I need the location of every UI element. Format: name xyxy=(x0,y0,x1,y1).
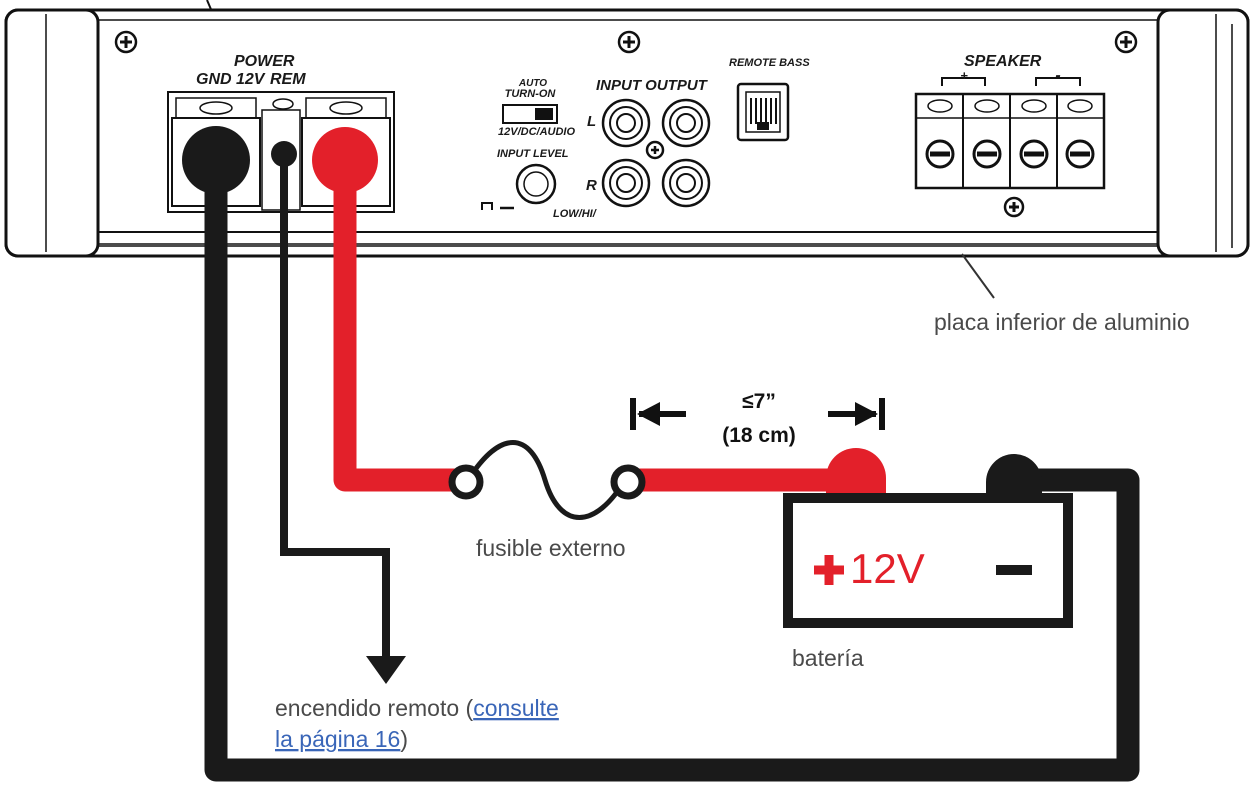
distance-cm: (18 cm) xyxy=(722,424,796,447)
right-end-cap xyxy=(1156,8,1250,258)
speaker-minus-label: - xyxy=(1055,67,1060,84)
fuse-icon xyxy=(448,440,646,520)
distance-inches: ≤7” xyxy=(742,390,776,413)
level-min-icon xyxy=(481,202,514,210)
manual-page-link[interactable]: consulte xyxy=(473,695,559,721)
manual-page-link-continued[interactable]: la página 16 xyxy=(275,726,400,752)
right-channel-label: R xyxy=(586,177,597,194)
positive-terminal xyxy=(312,127,378,193)
left-end-cap xyxy=(4,8,100,258)
gnd-12v-label: GND 12V xyxy=(196,71,266,88)
screw-icon xyxy=(1114,30,1138,54)
bottom-plate-pointer xyxy=(961,253,995,299)
auto-turn-on-switch[interactable] xyxy=(502,104,558,124)
speaker-terminal-block xyxy=(914,92,1106,190)
speaker-screw-icon xyxy=(972,139,1002,169)
remote-turn-on-prefix: encendido remoto ( xyxy=(275,695,474,721)
remote-turn-on-suffix: ) xyxy=(400,726,408,752)
battery-label: batería xyxy=(792,645,864,671)
input-level-knob[interactable] xyxy=(515,163,557,205)
remote-terminal xyxy=(271,141,297,167)
bottom-plate-label: placa inferior de aluminio xyxy=(934,309,1190,335)
input-output-label: INPUT OUTPUT xyxy=(596,77,709,94)
ground-terminal xyxy=(182,126,250,194)
ground-wire xyxy=(204,164,1140,782)
battery-voltage: 12V xyxy=(850,545,925,592)
amplifier-end-panel: POWER GND 12V REM AUTO TURN-ON 12V/DC/AU… xyxy=(4,0,1250,258)
speaker-negative-bracket xyxy=(1035,77,1081,86)
rca-output-right-jack[interactable] xyxy=(661,158,711,208)
speaker-screw-icon xyxy=(1019,139,1049,169)
speaker-positive-bracket xyxy=(941,77,986,86)
screw-icon xyxy=(1003,196,1025,218)
remote-turn-on-label-line2: la página 16) xyxy=(275,726,408,752)
battery-minus-icon xyxy=(996,565,1032,575)
low-hi-label: LOW/HI/ xyxy=(553,208,598,220)
turn-on-label: TURN-ON xyxy=(505,88,557,100)
battery-plus-icon xyxy=(814,555,844,585)
remote-turn-on-label: encendido remoto (consulte xyxy=(275,695,559,721)
battery-negative-post xyxy=(986,454,1042,500)
battery-positive-post xyxy=(826,448,886,500)
battery-body xyxy=(783,493,1073,628)
positive-wire xyxy=(333,158,860,492)
fuse-label: fusible externo xyxy=(476,535,626,561)
rca-output-left-jack[interactable] xyxy=(661,98,711,148)
source-mode-label: 12V/DC/AUDIO xyxy=(498,126,575,138)
speaker-label: SPEAKER xyxy=(964,53,1042,70)
screw-icon xyxy=(114,30,138,54)
remote-wire xyxy=(280,156,390,660)
input-level-label: INPUT LEVEL xyxy=(497,148,569,160)
speaker-plus-label: + xyxy=(960,68,968,83)
rem-label: REM xyxy=(270,71,306,88)
speaker-screw-icon xyxy=(925,139,955,169)
remote-bass-label: REMOTE BASS xyxy=(729,57,810,69)
screw-icon xyxy=(645,140,665,160)
left-channel-label: L xyxy=(587,113,596,130)
remote-arrow-icon xyxy=(366,656,406,684)
rca-input-left-jack[interactable] xyxy=(601,98,651,148)
screw-icon xyxy=(617,30,641,54)
speaker-screw-icon xyxy=(1065,139,1095,169)
power-label: POWER xyxy=(234,53,295,70)
remote-bass-jack[interactable] xyxy=(736,82,790,142)
distance-marker xyxy=(630,398,885,430)
auto-label: AUTO xyxy=(518,78,547,89)
rca-input-right-jack[interactable] xyxy=(601,158,651,208)
